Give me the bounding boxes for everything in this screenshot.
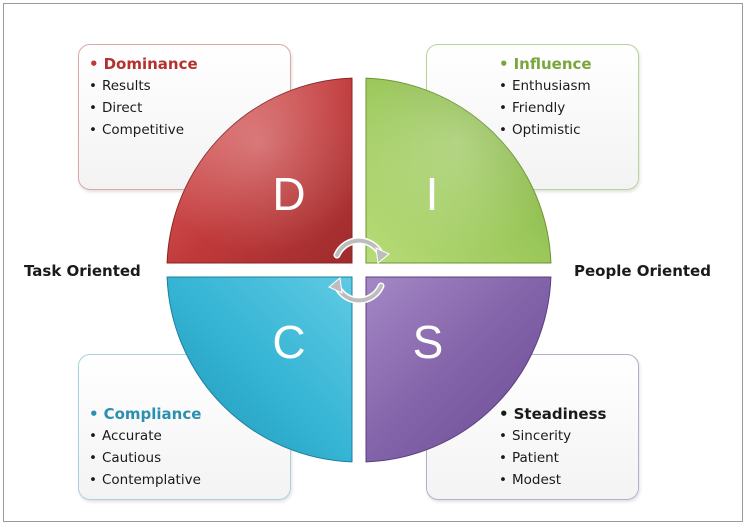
quadrant-c — [166, 276, 353, 463]
dominance-box: •Dominance •Results •Direct •Competitive — [78, 44, 291, 190]
compliance-title: •Compliance — [89, 405, 202, 423]
compliance-trait-1: •Accurate — [89, 428, 162, 444]
influence-title: •Influence — [499, 55, 592, 73]
steadiness-trait-3: •Modest — [499, 472, 562, 488]
dominance-trait-2: •Direct — [89, 100, 143, 116]
letter-d: D — [272, 168, 305, 220]
steadiness-title: •Steadiness — [499, 405, 607, 423]
bullet-dot: • — [499, 405, 509, 423]
steadiness-trait-2: •Patient — [499, 450, 559, 466]
dominance-title: •Dominance — [89, 55, 198, 73]
circular-arrows-icon — [328, 237, 390, 304]
compliance-list: •Compliance •Accurate •Cautious •Contemp… — [89, 403, 201, 491]
influence-trait-1: •Enthusiasm — [499, 78, 591, 94]
bullet-dot: • — [499, 55, 509, 73]
quadrant-s — [365, 276, 552, 463]
dominance-list: •Dominance •Results •Direct •Competitive — [89, 53, 198, 141]
bullet-dot: • — [89, 405, 99, 423]
bullet-dot: • — [89, 55, 99, 73]
steadiness-list: •Steadiness •Sincerity •Patient •Modest — [499, 403, 606, 491]
compliance-trait-3: •Contemplative — [89, 472, 201, 488]
people-oriented-label: People Oriented — [574, 262, 711, 280]
task-oriented-label: Task Oriented — [24, 262, 141, 280]
dominance-trait-3: •Competitive — [89, 122, 185, 138]
influence-trait-3: •Optimistic — [499, 122, 581, 138]
quadrant-i-shine — [366, 78, 551, 263]
letter-i: I — [426, 168, 439, 220]
letter-s: S — [413, 316, 444, 368]
steadiness-trait-1: •Sincerity — [499, 428, 572, 444]
letter-c: C — [272, 316, 305, 368]
quadrant-d-shine — [167, 78, 352, 263]
influence-list: •Influence •Enthusiasm •Friendly •Optimi… — [499, 53, 592, 141]
compliance-trait-2: •Cautious — [89, 450, 162, 466]
influence-trait-2: •Friendly — [499, 100, 566, 116]
dominance-trait-1: •Results — [89, 78, 151, 94]
